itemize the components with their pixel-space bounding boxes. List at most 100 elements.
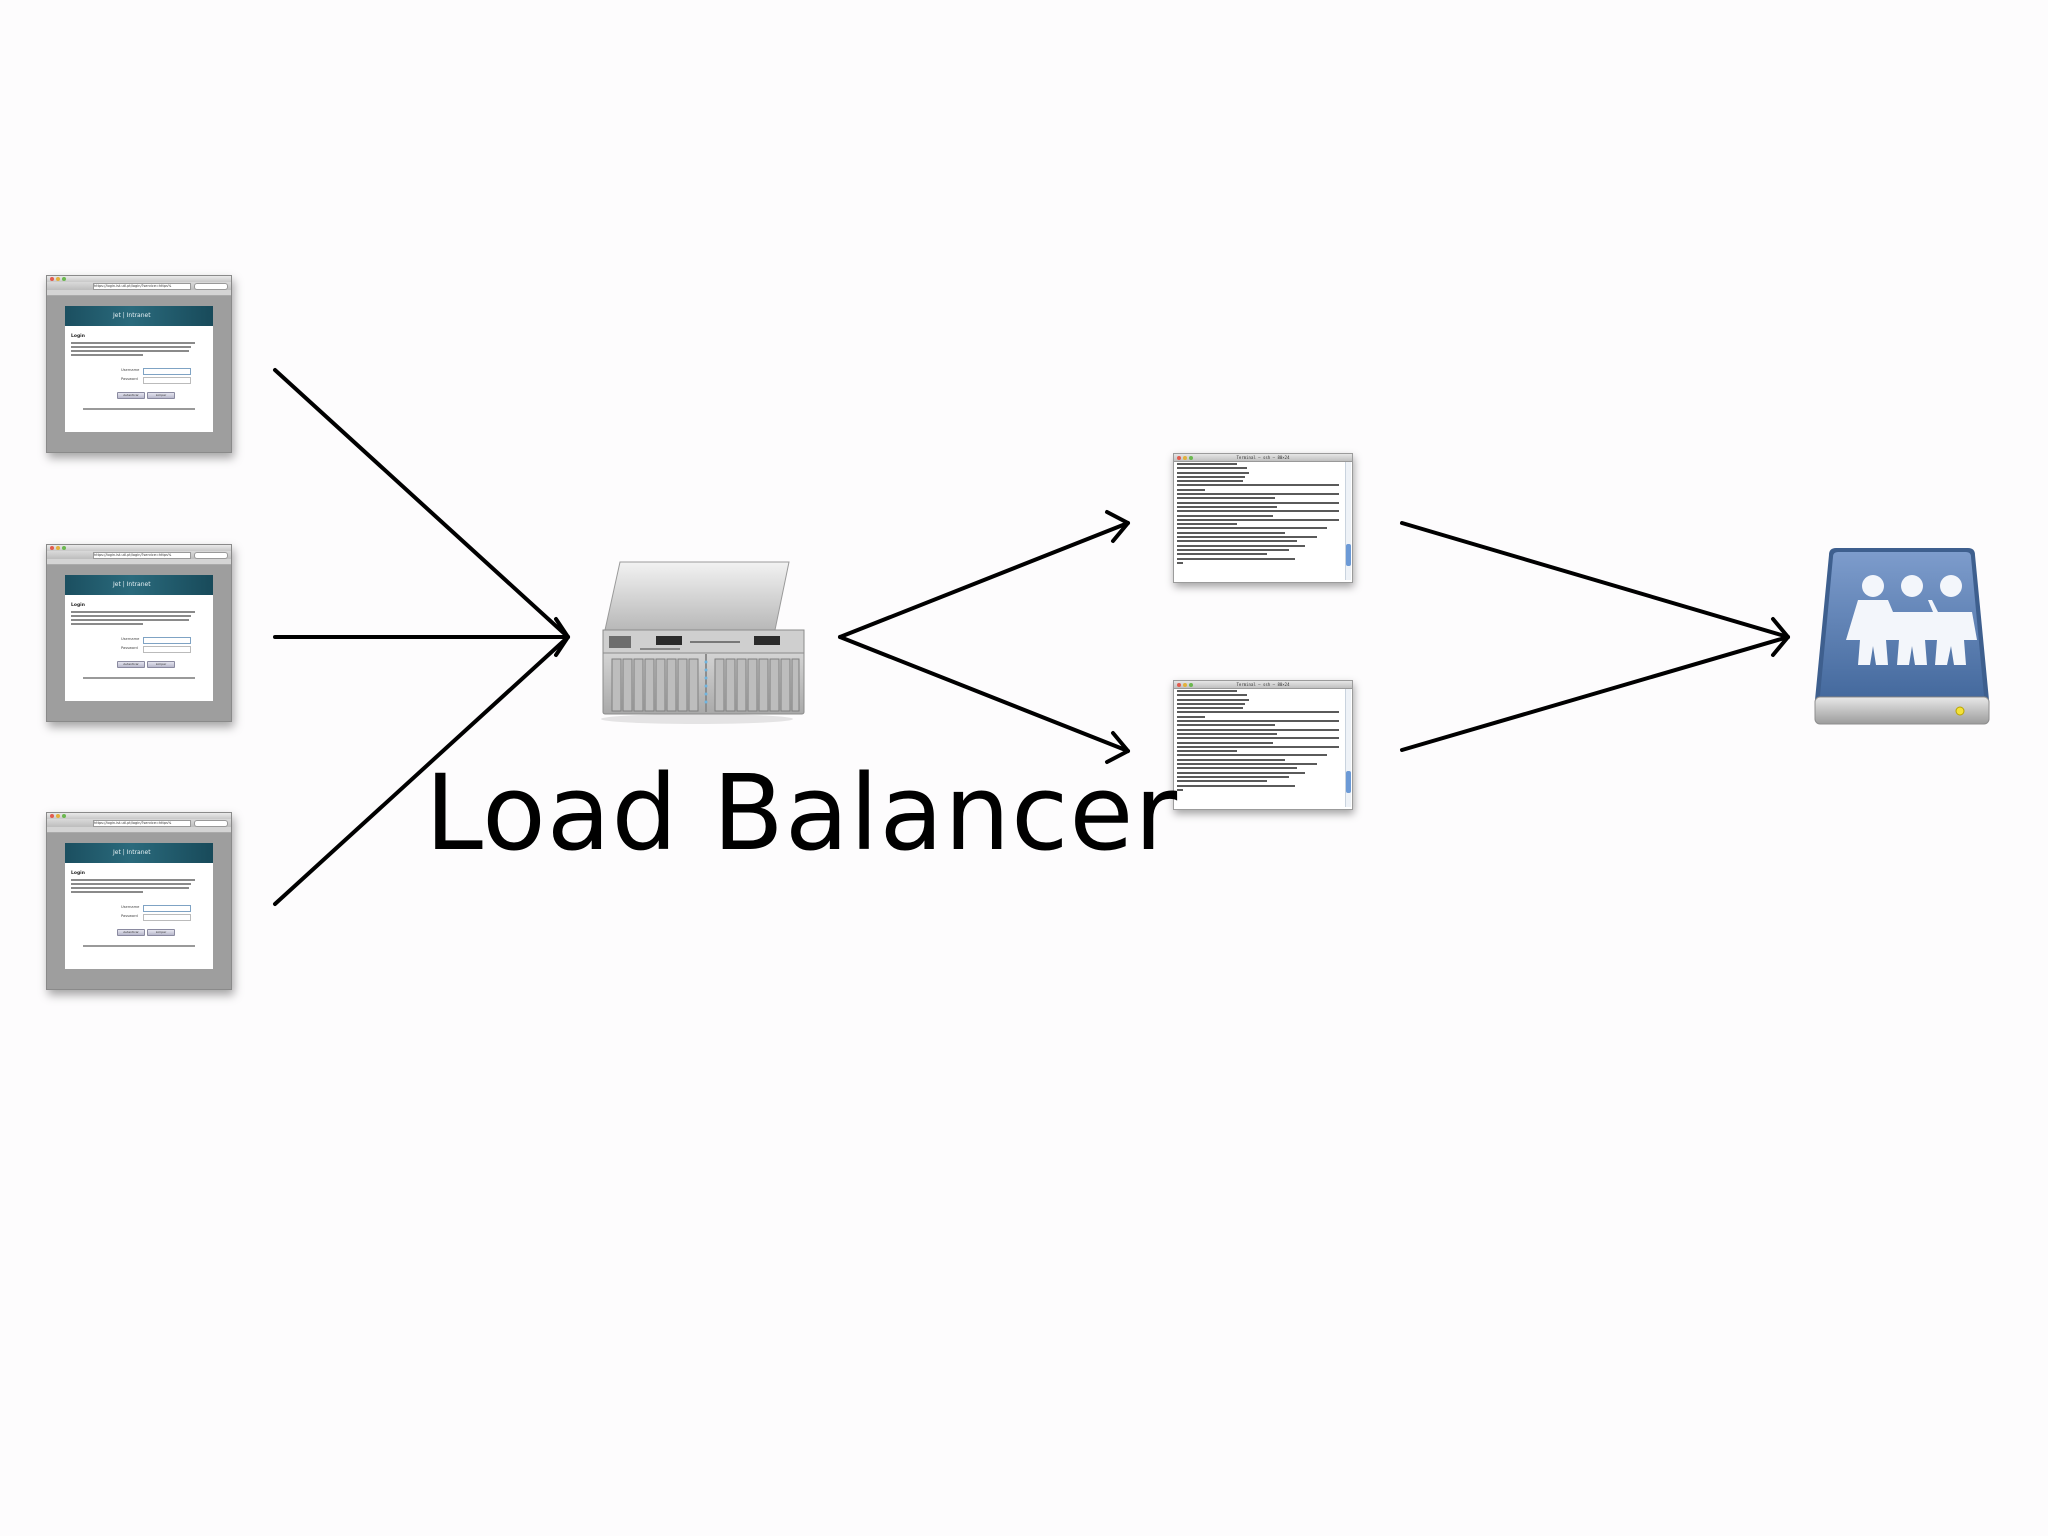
client-browser-3: https://login.ist.utl.pt/login/?service=… xyxy=(46,812,232,990)
address-bar[interactable]: https://login.ist.utl.pt/login/?service=… xyxy=(93,283,191,290)
zoom-icon[interactable] xyxy=(62,546,66,550)
shared-network-drive-icon xyxy=(1814,548,1990,725)
login-button[interactable]: Autenticar xyxy=(117,392,145,399)
arrow-server2-to-storage xyxy=(1400,635,1790,752)
arrowhead-balancer xyxy=(554,617,570,657)
close-icon[interactable] xyxy=(1177,455,1181,460)
intro-text xyxy=(71,611,195,613)
clear-button[interactable]: Limpar xyxy=(147,661,175,668)
minimize-icon[interactable] xyxy=(56,546,60,550)
banner-title: Jet | Intranet xyxy=(113,849,151,856)
password-field[interactable] xyxy=(143,377,191,384)
close-icon[interactable] xyxy=(1177,682,1181,687)
arrow-balancer-to-server1 xyxy=(838,521,1130,639)
login-page: Jet | Intranet Login Username Password A… xyxy=(65,306,213,432)
minimize-icon[interactable] xyxy=(56,814,60,818)
client-to-balancer-arrows xyxy=(273,368,570,906)
password-label: Password xyxy=(121,377,138,381)
login-button[interactable]: Autenticar xyxy=(117,661,145,668)
browser-titlebar xyxy=(47,276,231,282)
username-field[interactable] xyxy=(143,637,191,644)
browser-toolbar: https://login.ist.utl.pt/login/?service=… xyxy=(47,551,231,559)
minimize-icon[interactable] xyxy=(56,277,60,281)
login-page: Jet | Intranet Login Username Password A… xyxy=(65,575,213,701)
bookmarks-bar xyxy=(47,559,231,565)
close-icon[interactable] xyxy=(50,277,54,281)
intro-text xyxy=(71,891,143,893)
clear-button[interactable]: Limpar xyxy=(147,929,175,936)
search-input[interactable] xyxy=(194,552,228,559)
client-browser-2: https://login.ist.utl.pt/login/?service=… xyxy=(46,544,232,722)
arrowhead-storage xyxy=(1771,617,1790,657)
intranet-banner: Jet | Intranet xyxy=(65,843,213,863)
scrollbar-thumb[interactable] xyxy=(1346,544,1351,566)
close-icon[interactable] xyxy=(50,814,54,818)
intro-text xyxy=(71,887,189,889)
password-field[interactable] xyxy=(143,914,191,921)
arrowhead-server2 xyxy=(1105,731,1130,764)
login-page: Jet | Intranet Login Username Password A… xyxy=(65,843,213,969)
username-label: Username xyxy=(121,905,140,909)
username-field[interactable] xyxy=(143,368,191,375)
zoom-icon[interactable] xyxy=(1189,455,1193,460)
minimize-icon[interactable] xyxy=(1183,682,1187,687)
load-balancer-label: Load Balancer xyxy=(425,752,1179,874)
terminal-titlebar: Terminal — ssh — 80×24 xyxy=(1174,681,1352,689)
app-server-terminal-1: Terminal — ssh — 80×24 xyxy=(1173,453,1353,583)
intro-text xyxy=(71,619,189,621)
intranet-banner: Jet | Intranet xyxy=(65,306,213,326)
login-button[interactable]: Autenticar xyxy=(117,929,145,936)
intro-text xyxy=(71,350,189,352)
terminal-log-output xyxy=(1177,690,1341,793)
browser-toolbar: https://login.ist.utl.pt/login/?service=… xyxy=(47,282,231,290)
bookmarks-bar xyxy=(47,827,231,833)
help-footer xyxy=(83,408,195,410)
arrow-client1-to-balancer xyxy=(273,368,570,639)
search-input[interactable] xyxy=(194,820,228,827)
servers-to-storage-arrows xyxy=(1400,521,1790,752)
scrollbar-thumb[interactable] xyxy=(1346,771,1351,793)
balancer-to-servers-arrows xyxy=(838,510,1130,764)
address-bar[interactable]: https://login.ist.utl.pt/login/?service=… xyxy=(93,552,191,559)
intro-text xyxy=(71,879,195,881)
intro-text xyxy=(71,623,143,625)
bookmarks-bar xyxy=(47,290,231,296)
clear-button[interactable]: Limpar xyxy=(147,392,175,399)
username-label: Username xyxy=(121,637,140,641)
help-footer xyxy=(83,945,195,947)
username-field[interactable] xyxy=(143,905,191,912)
minimize-icon[interactable] xyxy=(1183,455,1187,460)
arrow-server1-to-storage xyxy=(1400,521,1790,639)
terminal-scrollbar[interactable] xyxy=(1345,689,1351,807)
zoom-icon[interactable] xyxy=(1189,682,1193,687)
intro-text xyxy=(71,346,191,348)
app-server-terminal-2: Terminal — ssh — 80×24 xyxy=(1173,680,1353,810)
close-icon[interactable] xyxy=(50,546,54,550)
password-label: Password xyxy=(121,646,138,650)
password-field[interactable] xyxy=(143,646,191,653)
client-browser-1: https://login.ist.utl.pt/login/?service=… xyxy=(46,275,232,453)
search-input[interactable] xyxy=(194,283,228,290)
terminal-scrollbar[interactable] xyxy=(1345,462,1351,580)
help-footer xyxy=(83,677,195,679)
zoom-icon[interactable] xyxy=(62,814,66,818)
arrow-client3-to-balancer xyxy=(273,635,570,906)
terminal-title: Terminal — ssh — 80×24 xyxy=(1236,455,1290,460)
banner-title: Jet | Intranet xyxy=(113,581,151,588)
terminal-titlebar: Terminal — ssh — 80×24 xyxy=(1174,454,1352,462)
browser-titlebar xyxy=(47,813,231,819)
terminal-log-output xyxy=(1177,463,1341,566)
arrow-balancer-to-server2 xyxy=(838,635,1130,753)
password-label: Password xyxy=(121,914,138,918)
rack-server-icon xyxy=(601,561,805,724)
intro-text xyxy=(71,354,143,356)
intro-text xyxy=(71,342,195,344)
intro-text xyxy=(71,883,191,885)
intro-text xyxy=(71,615,191,617)
login-heading: Login xyxy=(71,334,85,339)
browser-toolbar: https://login.ist.utl.pt/login/?service=… xyxy=(47,819,231,827)
zoom-icon[interactable] xyxy=(62,277,66,281)
terminal-title: Terminal — ssh — 80×24 xyxy=(1236,682,1290,687)
address-bar[interactable]: https://login.ist.utl.pt/login/?service=… xyxy=(93,820,191,827)
arrowhead-server1 xyxy=(1105,510,1130,543)
